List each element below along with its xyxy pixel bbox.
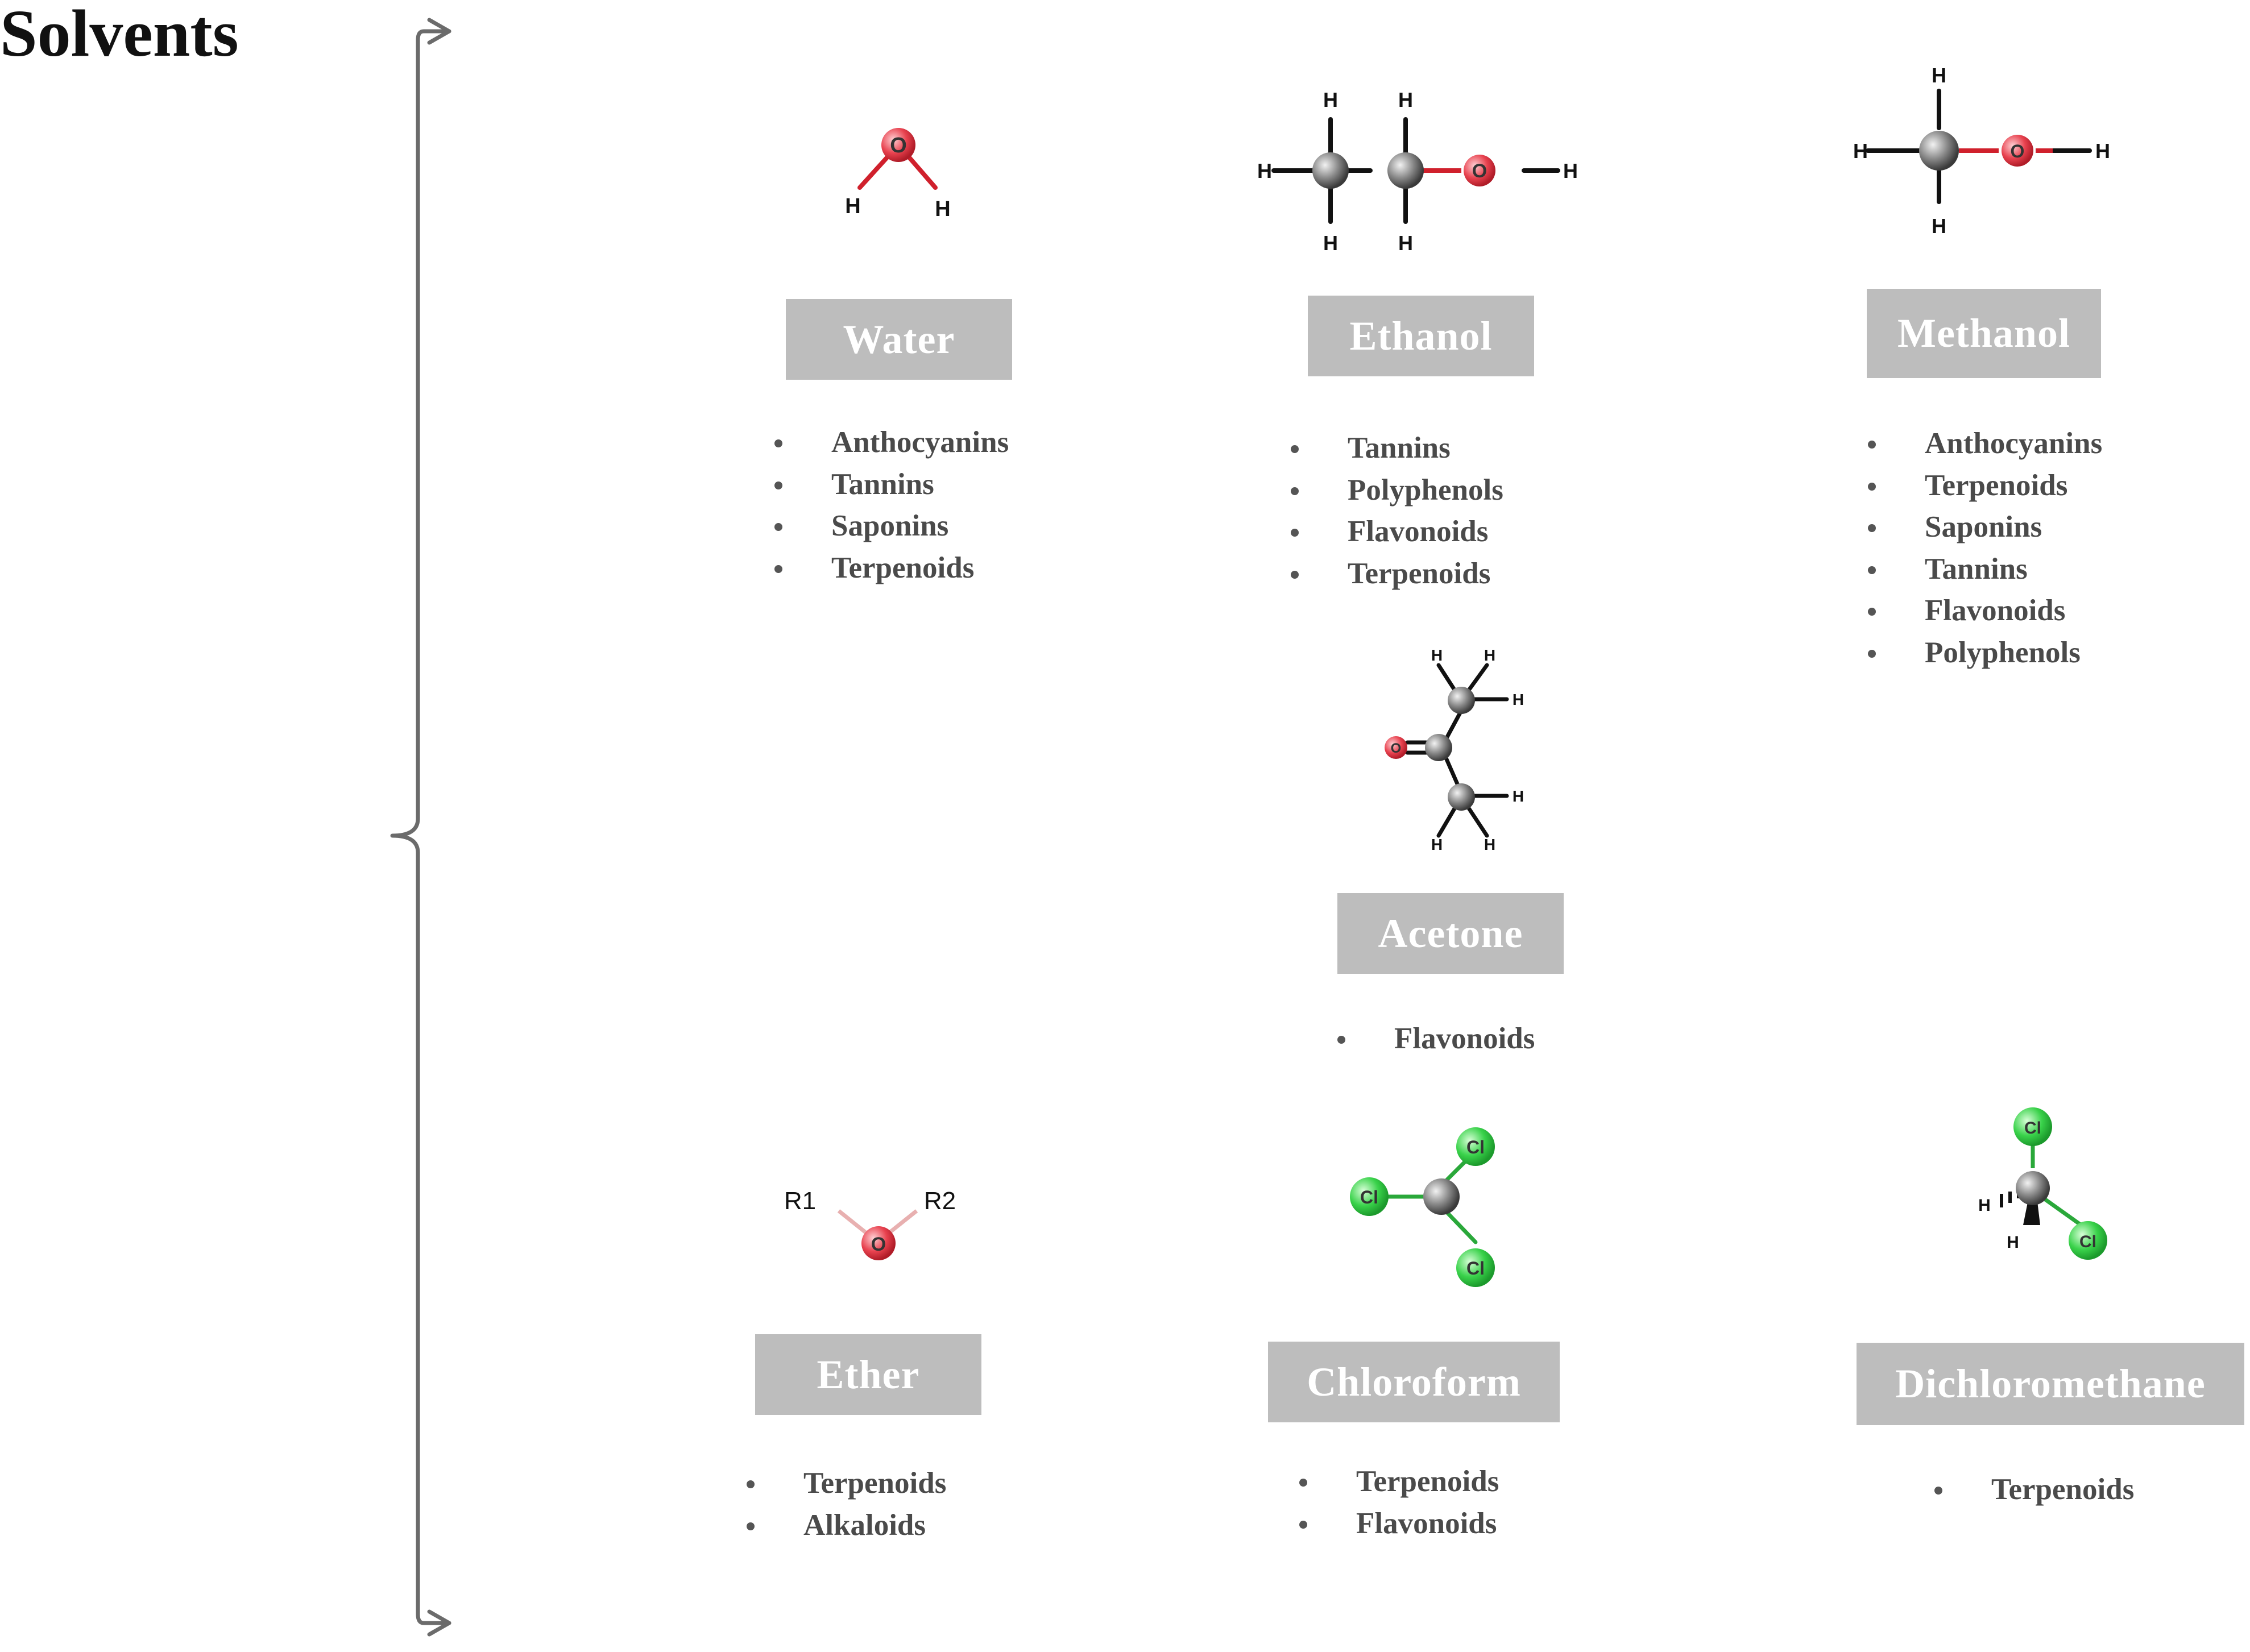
list-item: Terpenoids — [774, 547, 1009, 590]
svg-text:H: H — [2007, 1233, 2019, 1252]
svg-text:H: H — [1978, 1196, 1991, 1215]
solvent-label-water: Water — [786, 299, 1012, 380]
svg-text:H: H — [1563, 159, 1578, 182]
water-molecule-icon: O H H — [845, 128, 951, 221]
acetone-molecule-icon: H H H H H H O — [1385, 646, 1524, 853]
svg-text:Cl: Cl — [2079, 1232, 2096, 1251]
bullet-icon — [774, 439, 782, 447]
solvents-title: Solvents — [0, 0, 239, 70]
list-item: Anthocyanins — [1868, 423, 2102, 465]
svg-text:O: O — [1472, 160, 1487, 182]
svg-text:H: H — [1257, 159, 1272, 182]
oxygen-atom-label: O — [890, 134, 907, 157]
list-item: Polyphenols — [1868, 632, 2102, 674]
svg-text:R1: R1 — [784, 1187, 816, 1215]
list-item: Terpenoids — [1868, 465, 2102, 507]
bullet-icon — [1868, 482, 1876, 491]
bullet-icon — [1868, 441, 1876, 449]
list-item: Flavonoids — [1299, 1503, 1499, 1545]
svg-text:H: H — [1932, 214, 1946, 238]
svg-text:H: H — [1484, 836, 1495, 853]
list-item: Saponins — [1868, 507, 2102, 549]
dichloromethane-molecule-icon: Cl Cl H H — [1978, 1107, 2107, 1260]
bullet-icon — [1868, 649, 1876, 658]
bullet-icon — [1868, 608, 1876, 616]
list-item: Terpenoids — [747, 1463, 946, 1505]
svg-text:H: H — [1323, 231, 1338, 255]
phytochemical-list-methanol: Anthocyanins Terpenoids Saponins Tannins… — [1868, 423, 2102, 674]
solvent-label-ethanol: Ethanol — [1308, 296, 1534, 376]
phytochemical-list-water: Anthocyanins Tannins Saponins Terpenoids — [774, 422, 1009, 589]
bullet-icon — [1337, 1036, 1345, 1044]
svg-text:H: H — [1932, 64, 1946, 87]
solvent-label-dichloromethane: Dichloromethane — [1857, 1343, 2244, 1425]
list-item: Flavonoids — [1291, 511, 1503, 553]
bullet-icon — [1291, 570, 1299, 579]
svg-text:H: H — [1431, 836, 1443, 853]
bullet-icon — [747, 1522, 755, 1530]
svg-text:Cl: Cl — [2024, 1119, 2041, 1138]
solvent-label-ether: Ether — [755, 1334, 981, 1415]
svg-text:Cl: Cl — [1466, 1137, 1485, 1157]
bullet-icon — [1291, 445, 1299, 453]
methanol-molecule-icon: H H H H O — [1853, 64, 2110, 238]
list-item: Flavonoids — [1868, 590, 2102, 632]
ether-molecule-icon: R1 R2 O — [784, 1187, 956, 1260]
bullet-icon — [774, 523, 782, 531]
svg-text:H: H — [1484, 646, 1495, 664]
bullet-icon — [1868, 524, 1876, 532]
bullet-icon — [1299, 1479, 1307, 1487]
chloroform-molecule-icon: Cl Cl Cl — [1350, 1127, 1495, 1287]
solvent-label-methanol: Methanol — [1867, 289, 2101, 378]
svg-text:O: O — [1391, 741, 1402, 756]
list-item: Anthocyanins — [774, 422, 1009, 464]
svg-text:H: H — [2095, 139, 2110, 163]
svg-text:Cl: Cl — [1466, 1258, 1485, 1279]
list-item: Alkaloids — [747, 1505, 946, 1547]
phytochemical-list-ethanol: Tannins Polyphenols Flavonoids Terpenoid… — [1291, 427, 1503, 595]
svg-text:H: H — [1398, 88, 1413, 111]
phytochemical-list-ether: Terpenoids Alkaloids — [747, 1463, 946, 1546]
svg-text:Cl: Cl — [1360, 1187, 1378, 1207]
bullet-icon — [774, 481, 782, 489]
list-item: Tannins — [774, 464, 1009, 506]
svg-text:O: O — [871, 1234, 886, 1255]
bullet-icon — [774, 564, 782, 573]
svg-text:O: O — [2011, 141, 2025, 161]
ethanol-molecule-icon: H H H H H H O — [1257, 88, 1578, 255]
solvent-label-acetone: Acetone — [1337, 893, 1564, 974]
list-item: Terpenoids — [1291, 553, 1503, 595]
svg-text:H: H — [1513, 691, 1524, 708]
svg-text:H: H — [1431, 646, 1443, 664]
phytochemical-list-chloroform: Terpenoids Flavonoids — [1299, 1461, 1499, 1545]
list-item: Terpenoids — [1934, 1469, 2134, 1511]
list-item: Saponins — [774, 505, 1009, 547]
list-item: Polyphenols — [1291, 470, 1503, 512]
svg-text:H: H — [845, 194, 860, 218]
bullet-icon — [1934, 1487, 1942, 1495]
svg-text:H: H — [1513, 787, 1524, 805]
bullet-icon — [1291, 487, 1299, 495]
solvent-label-chloroform: Chloroform — [1268, 1342, 1560, 1422]
svg-text:R2: R2 — [924, 1187, 956, 1215]
svg-text:H: H — [1323, 88, 1338, 111]
phytochemical-list-dichloromethane: Terpenoids — [1934, 1469, 2134, 1511]
phytochemical-list-acetone: Flavonoids — [1337, 1018, 1535, 1060]
list-item: Tannins — [1291, 427, 1503, 470]
bullet-icon — [1299, 1520, 1307, 1529]
bullet-icon — [1291, 529, 1299, 537]
list-item: Tannins — [1868, 549, 2102, 591]
bullet-icon — [1868, 566, 1876, 574]
bullet-icon — [747, 1480, 755, 1488]
svg-text:H: H — [1853, 139, 1868, 163]
list-item: Flavonoids — [1337, 1018, 1535, 1060]
list-item: Terpenoids — [1299, 1461, 1499, 1503]
svg-text:H: H — [1398, 231, 1413, 255]
svg-text:H: H — [935, 197, 950, 221]
